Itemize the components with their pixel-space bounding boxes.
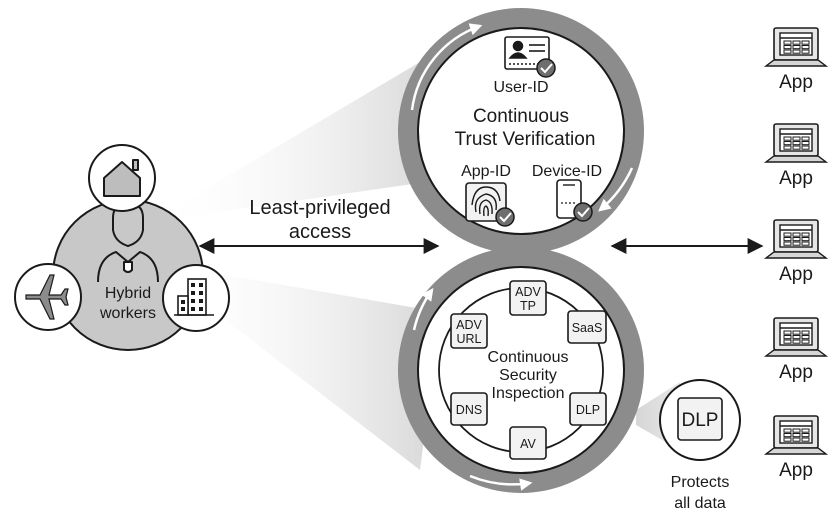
adv-tp-line1: ADV bbox=[515, 285, 541, 299]
trust-title-line1: Continuous bbox=[473, 106, 569, 127]
app-id-label: App-ID bbox=[461, 163, 511, 180]
app-label: App bbox=[779, 168, 813, 189]
id-card-icon bbox=[504, 36, 550, 70]
flow-arrow bbox=[410, 23, 483, 111]
app-window-icon bbox=[763, 27, 829, 67]
app-window-icon bbox=[763, 123, 829, 163]
service-tile-av: AV bbox=[509, 426, 547, 460]
app-window-icon bbox=[763, 317, 829, 357]
service-tile-dlp: DLP bbox=[569, 392, 607, 426]
fingerprint-icon bbox=[465, 182, 507, 222]
check-icon bbox=[573, 202, 593, 222]
security-title-line1: Continuous bbox=[488, 349, 569, 366]
dlp-label: DLP bbox=[576, 403, 600, 417]
app-item: App bbox=[763, 123, 829, 189]
security-title-line3: Inspection bbox=[492, 385, 565, 402]
workers-label-line1: Hybrid bbox=[105, 285, 151, 302]
hybrid-workers-cluster: Hybrid workers bbox=[14, 144, 230, 351]
saas-label: SaaS bbox=[572, 321, 603, 335]
app-label: App bbox=[779, 460, 813, 481]
dlp-caption-line2: all data bbox=[674, 495, 726, 512]
adv-url-line1: ADV bbox=[456, 318, 482, 332]
flow-arrow bbox=[598, 167, 634, 212]
trust-title-line2: Trust Verification bbox=[455, 129, 596, 150]
check-icon bbox=[495, 207, 515, 227]
access-label-line1: Least-privileged bbox=[249, 197, 390, 219]
dlp-callout: DLP Protects all data bbox=[659, 379, 741, 512]
service-tile-dns: DNS bbox=[450, 392, 488, 426]
flow-arrow bbox=[469, 474, 533, 491]
app-label: App bbox=[779, 264, 813, 285]
app-label: App bbox=[779, 72, 813, 93]
app-window-icon bbox=[763, 219, 829, 259]
check-icon bbox=[536, 58, 556, 78]
app-item: App bbox=[763, 317, 829, 383]
app-item: App bbox=[763, 27, 829, 93]
workers-label-line2: workers bbox=[99, 305, 156, 322]
flow-arrow bbox=[412, 287, 434, 331]
service-tile-adv-tp: ADV TP bbox=[509, 280, 547, 316]
dns-label: DNS bbox=[456, 403, 482, 417]
dlp-badge-label: DLP bbox=[682, 410, 719, 431]
adv-tp-line2: TP bbox=[520, 299, 536, 313]
dlp-caption-line1: Protects bbox=[671, 474, 730, 491]
adv-url-line2: URL bbox=[456, 332, 481, 346]
app-item: App bbox=[763, 415, 829, 481]
service-tile-adv-url: ADV URL bbox=[450, 313, 488, 349]
security-title-line2: Security bbox=[499, 367, 557, 384]
app-item: App bbox=[763, 219, 829, 285]
access-label-line2: access bbox=[289, 221, 351, 243]
service-tile-saas: SaaS bbox=[567, 310, 607, 344]
av-label: AV bbox=[520, 437, 536, 451]
trust-verification-ring: User-ID Continuous Trust Verification Ap… bbox=[398, 8, 644, 254]
security-inspection-ring: Continuous Security Inspection ADV TP Sa… bbox=[398, 247, 644, 493]
device-id-label: Device-ID bbox=[532, 163, 602, 180]
user-id-label: User-ID bbox=[493, 79, 548, 96]
app-window-icon bbox=[763, 415, 829, 455]
airplane-icon bbox=[25, 274, 69, 320]
building-icon bbox=[174, 278, 214, 316]
app-label: App bbox=[779, 362, 813, 383]
house-icon bbox=[103, 159, 141, 197]
